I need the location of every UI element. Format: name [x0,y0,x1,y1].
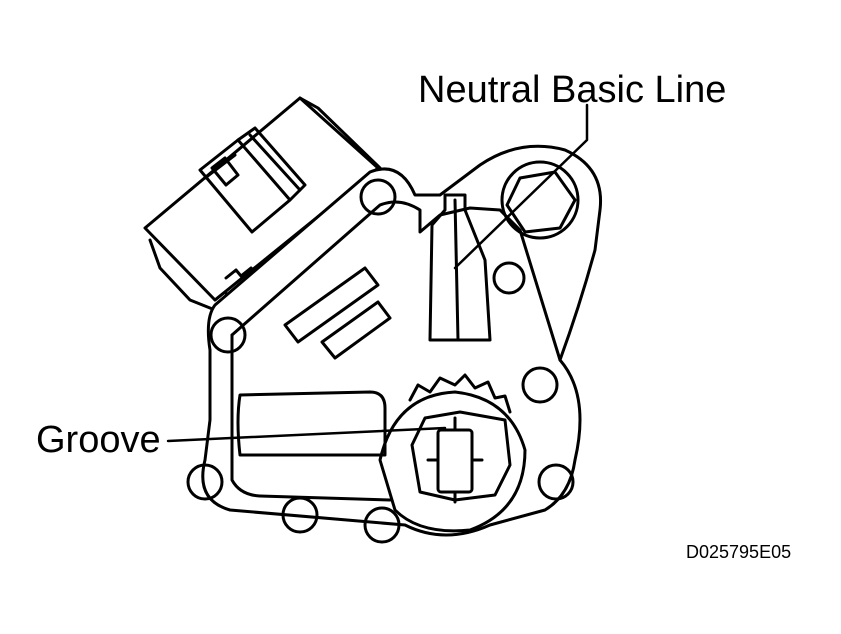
switch-body [201,144,603,537]
figure-code: D025795E05 [686,542,792,562]
mounting-holes [186,178,575,544]
hole-bottom-1 [281,496,319,534]
shaft-assembly [378,373,527,533]
hole-right [521,366,559,404]
neutral-leader [453,103,589,270]
neutral-window [428,193,492,342]
hole-right-mid [492,261,526,295]
hole-bottom-2 [363,506,401,544]
leader-lines [166,103,589,443]
hole-top-left [359,178,397,216]
neutral-basic-line-label: Neutral Basic Line [418,69,727,111]
hole-bottom-left [186,463,224,501]
groove-leader [166,426,447,443]
groove-label: Groove [36,419,161,461]
hole-left [209,316,247,354]
hole-bottom-right [537,463,575,501]
